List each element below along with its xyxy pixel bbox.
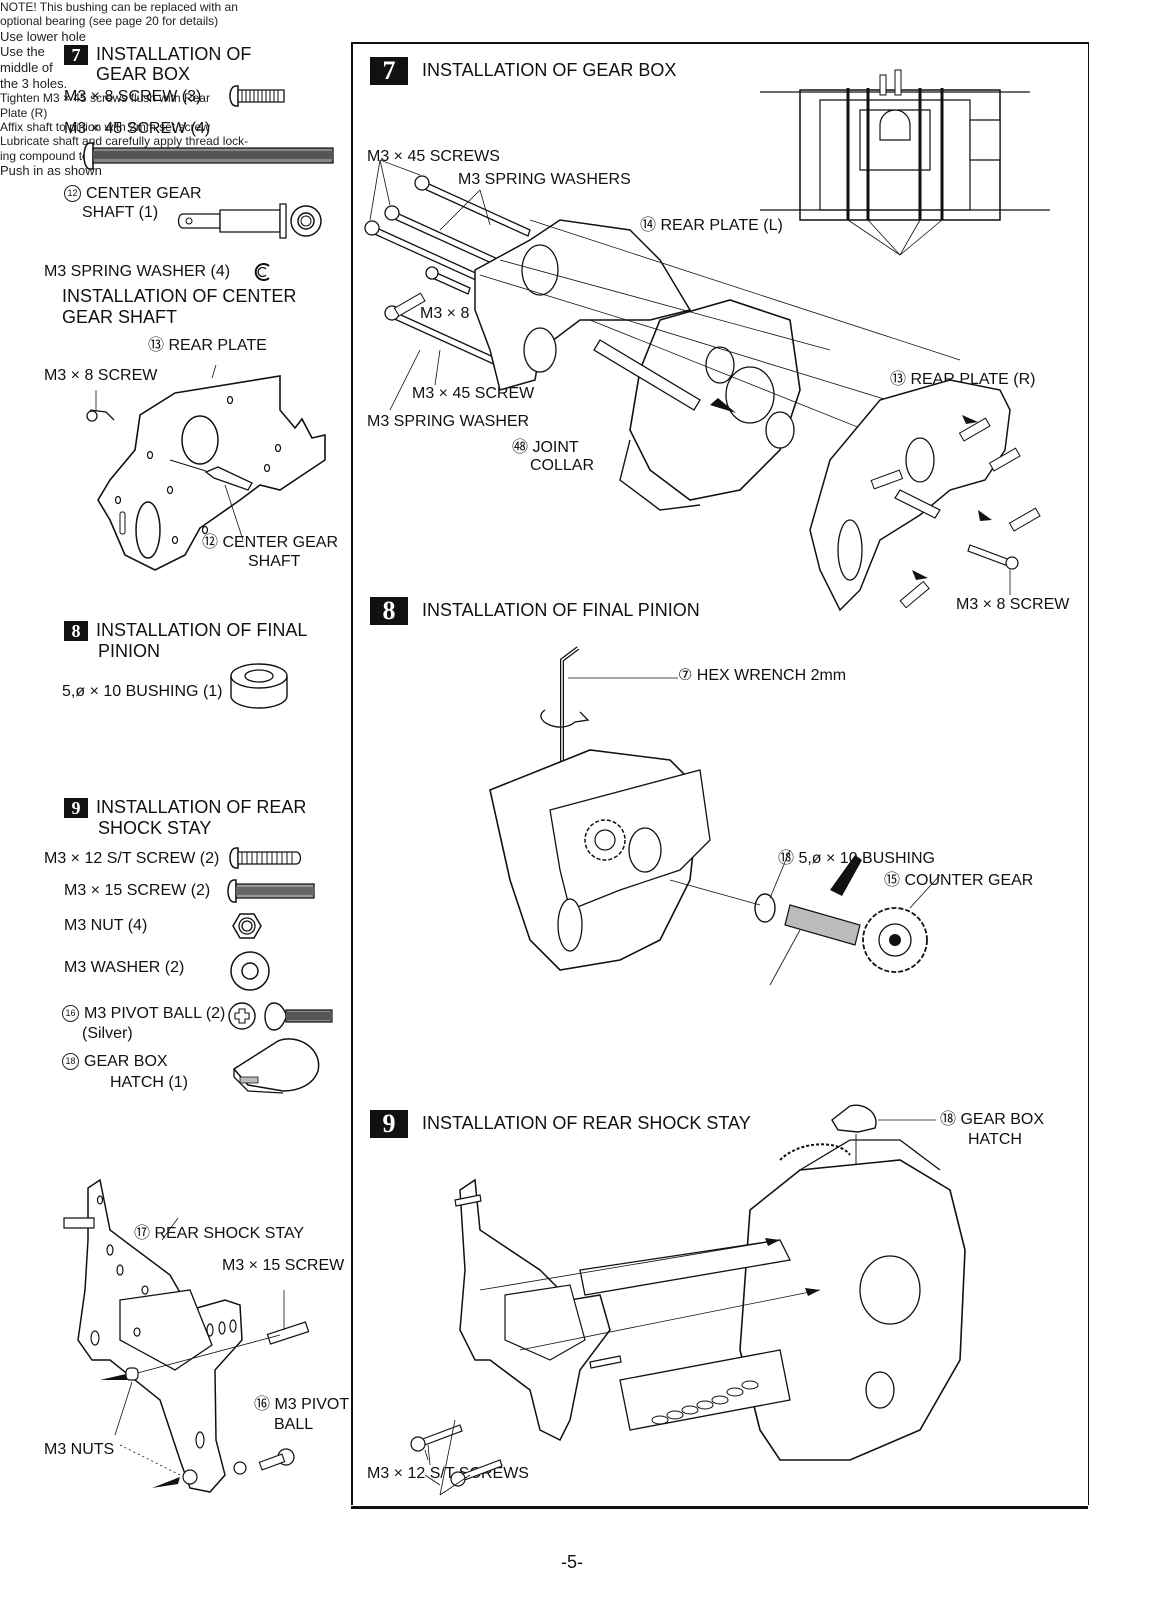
diagram-label-m3x15-screw: M3 × 15 SCREW xyxy=(222,1257,345,1274)
diagram-label-center-gear-shaft-line2: SHAFT xyxy=(248,553,301,570)
step-title: INSTALLATION OF FINAL xyxy=(96,620,308,640)
center-gear-shaft-icon xyxy=(175,200,325,240)
push-in-note: Push in as shown xyxy=(0,163,102,179)
rear-shock-stay-assembly-illustration xyxy=(380,1100,980,1500)
label-m3x8-screw: M3 × 8 SCREW xyxy=(956,596,1070,613)
part-ref-badge: 12 xyxy=(64,185,81,203)
m3-washer-icon xyxy=(229,950,271,992)
pinion-note: Affix shaft to pinion with 2mm set screw xyxy=(0,119,210,134)
step9-heading: 9 INSTALLATION OF REAR SHOCK STAY xyxy=(370,1110,751,1138)
part-label-m3x8-screw: M3 × 8 SCREW (3) xyxy=(64,88,202,105)
part-label-m3-spring-washer: M3 SPRING WASHER (4) xyxy=(44,263,231,280)
sidebar-step9-heading: 9 INSTALLATION OF REAR xyxy=(64,797,306,819)
diagram-label-m3-nuts: M3 NUTS xyxy=(44,1441,115,1458)
gear-box-hatch-icon xyxy=(228,1035,328,1095)
step8-heading: 8 INSTALLATION OF FINAL PINION xyxy=(370,597,700,625)
step7-heading: 7 INSTALLATION OF GEAR BOX xyxy=(370,57,676,85)
m3x45-screw-icon xyxy=(82,141,338,171)
label-joint-collar: ㊽ JOINT xyxy=(512,439,579,456)
part-ref-badge: 18 xyxy=(62,1053,79,1071)
sidebar-step8-heading: 8 INSTALLATION OF FINAL xyxy=(64,620,307,642)
label-m3-spring-washer: M3 SPRING WASHER xyxy=(367,413,530,430)
diagram-note-use-lower-hole: Use lower hole xyxy=(0,28,86,44)
part-label-m3-nut: M3 NUT (4) xyxy=(64,917,148,934)
sidebar-step7-heading-line2: GEAR BOX xyxy=(96,64,191,84)
step-number-badge: 8 xyxy=(370,597,408,625)
bushing-icon xyxy=(228,662,290,712)
part-label-bushing: 5,ø × 10 BUSHING (1) xyxy=(62,683,223,700)
m3x15-screw-icon xyxy=(226,878,318,904)
step-title: INSTALLATION OF REAR xyxy=(96,797,307,817)
footer-rule xyxy=(351,1506,1088,1509)
diagram-label-center-gear-shaft: ⑫ CENTER GEAR xyxy=(202,534,339,551)
m3x8-screw-icon xyxy=(228,84,288,108)
part-label-m3x45-screw: M3 × 45 SCREW (4) xyxy=(64,120,211,137)
page-number: -5- xyxy=(561,1552,583,1572)
spring-washer-icon xyxy=(252,261,274,283)
bushing-note-line2: optional bearing (see page 20 for detail… xyxy=(0,14,219,29)
step-number-badge: 9 xyxy=(64,798,88,819)
step-title: INSTALLATION OF GEAR BOX xyxy=(422,59,677,80)
diagram-label-m3x8-screw: M3 × 8 SCREW xyxy=(44,367,158,384)
sidebar-step9-heading-line2: SHOCK STAY xyxy=(98,818,212,838)
rear-shock-stay-illustration xyxy=(40,1170,350,1500)
pinion-note-line2: Lubricate shaft and carefully apply thre… xyxy=(0,134,249,149)
label-counter-gear: ⑮ COUNTER GEAR xyxy=(884,872,1034,889)
label-m3x45-screws: M3 × 45 SCREWS xyxy=(367,148,500,165)
sidebar-substep-heading: INSTALLATION OF CENTER xyxy=(62,286,297,306)
label-hex-wrench: ⑦ HEX WRENCH 2mm xyxy=(678,667,847,684)
diagram-note-use-middle-line3: the 3 holes. xyxy=(0,75,68,91)
instruction-panel xyxy=(351,42,1089,1505)
step-title: INSTALLATION OF FINAL PINION xyxy=(422,599,700,620)
pivot-ball-icon xyxy=(228,1000,338,1034)
final-pinion-illustration xyxy=(470,640,950,1010)
gear-box-exploded-illustration xyxy=(360,150,1080,630)
part-ref-badge: 16 xyxy=(62,1005,79,1023)
part-label-m3x12-st-screw: M3 × 12 S/T SCREW (2) xyxy=(44,850,220,867)
part-label-m3-washer: M3 WASHER (2) xyxy=(64,959,185,976)
tighten-note-line2: Plate (R) xyxy=(0,105,48,120)
diagram-note-use-middle: Use the xyxy=(0,44,45,60)
diagram-label-pivot-ball-line2: BALL xyxy=(274,1416,314,1433)
label-m3x8: M3 × 8 xyxy=(420,305,470,322)
m3x12-st-screw-icon xyxy=(228,846,308,870)
diagram-label-pivot-ball: ⑯ M3 PIVOT xyxy=(254,1396,350,1413)
step-number-badge: 9 xyxy=(370,1110,408,1138)
gear-box-top-view-illustration xyxy=(760,70,1060,260)
part-label-m3-pivot-ball-line2: (Silver) xyxy=(82,1025,133,1042)
step-number-badge: 7 xyxy=(370,57,408,85)
label-rear-plate-l: ⑭ REAR PLATE (L) xyxy=(640,217,783,234)
step-title: INSTALLATION OF REAR SHOCK STAY xyxy=(422,1112,751,1133)
label-joint-collar-line2: COLLAR xyxy=(530,457,595,474)
m3-nut-icon xyxy=(231,912,263,940)
label-gear-box-hatch-line2: HATCH xyxy=(968,1131,1022,1148)
sidebar-substep-heading-line2: GEAR SHAFT xyxy=(62,307,178,327)
label-gear-box-hatch: ⑱ GEAR BOX xyxy=(940,1111,1045,1128)
diagram-note-use-middle-line2: middle of xyxy=(0,59,53,75)
step-number-badge: 8 xyxy=(64,621,88,642)
diagram-label-rear-plate: ⑬ REAR PLATE xyxy=(148,337,267,354)
label-rear-plate-r: ⑬ REAR PLATE (R) xyxy=(890,371,1036,388)
rear-plate-illustration xyxy=(40,340,350,580)
step-number-badge: 7 xyxy=(64,45,88,66)
sidebar-step8-heading-line2: PINION xyxy=(98,641,161,661)
label-m3-spring-washers: M3 SPRING WASHERS xyxy=(458,171,631,188)
sidebar-step7-heading: 7 INSTALLATION OF xyxy=(64,44,251,66)
part-label-m3x15-screw: M3 × 15 SCREW (2) xyxy=(64,882,211,899)
diagram-label-rear-shock-stay: ⑰ REAR SHOCK STAY xyxy=(134,1225,305,1242)
tighten-note: Tighten M3 × 45 screws flush with Rear xyxy=(0,91,210,106)
bushing-note: NOTE! This bushing can be replaced with … xyxy=(0,0,238,14)
part-label-gear-box-hatch-line2: HATCH (1) xyxy=(110,1074,188,1091)
step-title: INSTALLATION OF xyxy=(96,44,252,64)
part-label-center-gear-shaft-line2: SHAFT (1) xyxy=(82,204,159,221)
